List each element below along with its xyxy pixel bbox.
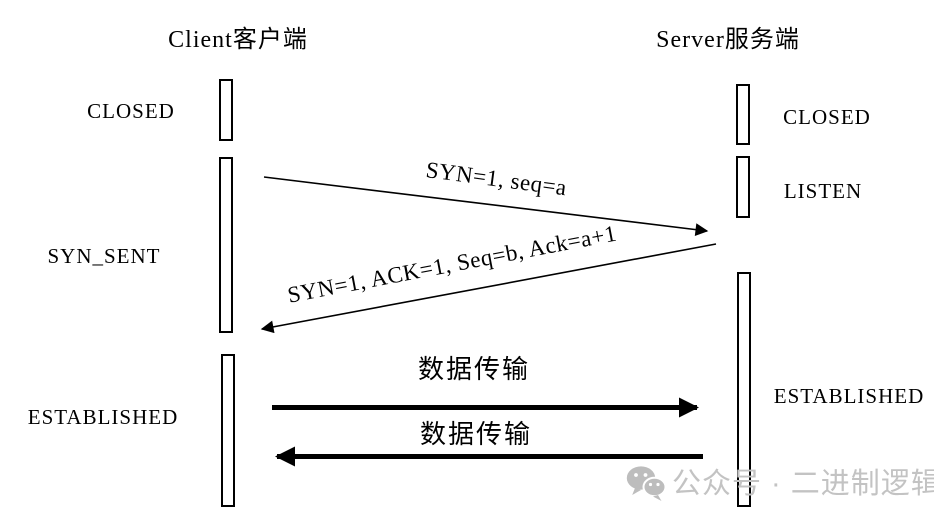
message-label-data-right: 数据传输	[417, 355, 531, 384]
server-state-closed: CLOSED	[783, 105, 871, 129]
client-state-closed: CLOSED	[87, 99, 175, 123]
client-state-established: ESTABLISHED	[27, 405, 179, 429]
server-state-listen: LISTEN	[783, 179, 863, 203]
watermark-text: 公众号 · 二进制逻辑	[672, 467, 934, 500]
server-column-title: Server服务端	[656, 27, 800, 53]
client-lifeline-bar-closed	[219, 79, 233, 141]
client-lifeline-bar-syn-sent	[219, 157, 233, 333]
wechat-icon	[626, 465, 667, 502]
message-label-syn-ack: SYN=1, ACK=1, Seq=b, Ack=a+1	[285, 220, 619, 308]
watermark: 公众号 · 二进制逻辑	[626, 465, 934, 502]
client-column-title: Client客户端	[168, 27, 308, 53]
message-label-data-left: 数据传输	[419, 420, 533, 449]
client-state-syn-sent: SYN_SENT	[47, 244, 161, 268]
server-state-established: ESTABLISHED	[773, 384, 925, 408]
message-label-syn: SYN=1, seq=a	[424, 157, 569, 201]
server-lifeline-bar-established	[737, 272, 751, 507]
server-lifeline-bar-listen	[736, 156, 750, 218]
server-lifeline-bar-closed	[736, 84, 750, 145]
client-lifeline-bar-established	[221, 354, 235, 507]
